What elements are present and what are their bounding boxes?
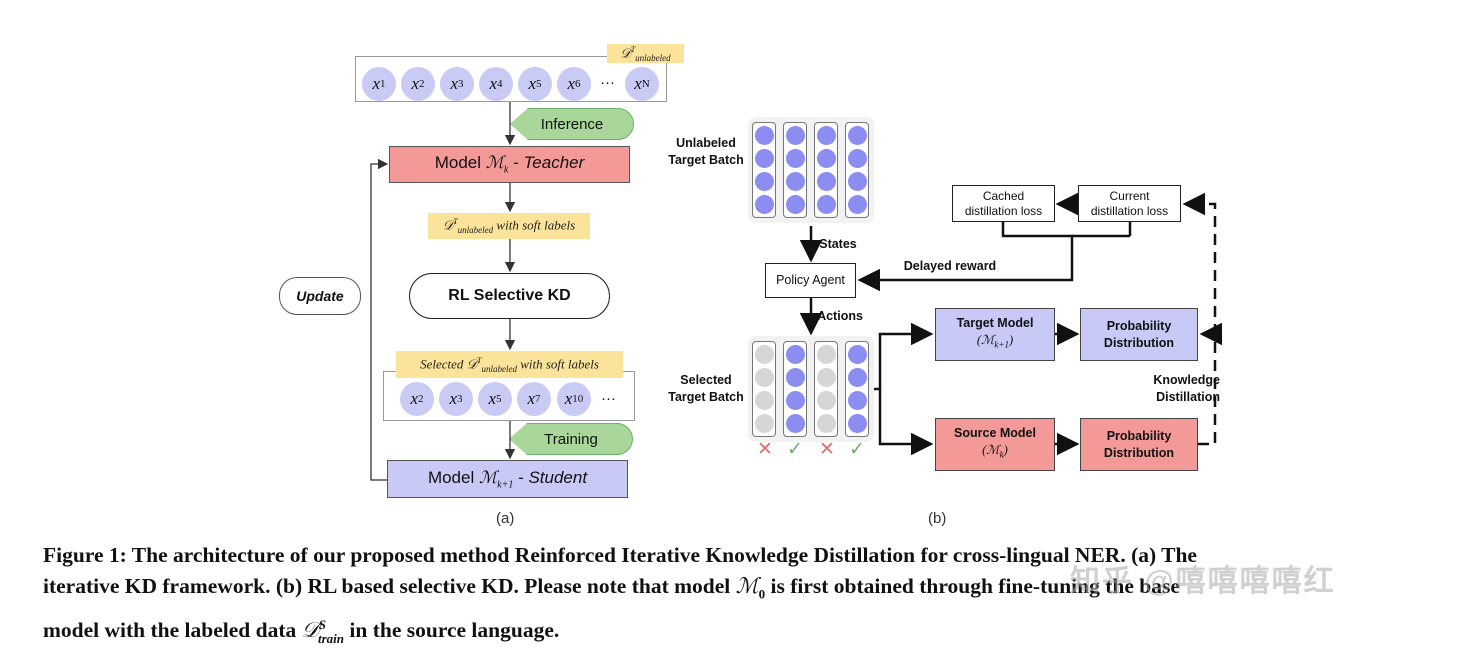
- panel-b-arrows: [799, 192, 1222, 456]
- token-ellipsis: ···: [600, 74, 615, 91]
- caption-line-1: Figure 1: The architecture of our propos…: [43, 543, 1197, 567]
- panel-a-arrows: [370, 102, 516, 481]
- student-model-box: Model ℳk+1 - Student: [387, 460, 628, 498]
- selected-batch: [748, 336, 874, 442]
- sel-token-ellipsis: ···: [601, 390, 616, 407]
- unlabeled-batch: [748, 117, 874, 223]
- inference-pill: Inference: [510, 108, 634, 140]
- soft-label-tag: 𝒟Tunlabeled with soft labels: [428, 213, 590, 239]
- mark-1: ✕: [757, 439, 773, 460]
- selected-tag: Selected 𝒟Tunlabeled with soft labels: [396, 351, 623, 378]
- training-pill: Training: [509, 423, 633, 455]
- actions-label: Actions: [817, 309, 863, 323]
- mark-3: ✕: [819, 439, 835, 460]
- figure-caption: Figure 1: The architecture of our propos…: [43, 540, 1463, 654]
- states-label: States: [819, 237, 857, 251]
- mark-4: ✓: [849, 439, 865, 460]
- caption-line-2: iterative KD framework. (b) RL based sel…: [43, 574, 1180, 602]
- panel-b-caption: (b): [928, 510, 947, 527]
- mark-2: ✓: [787, 439, 803, 460]
- teacher-model-box: Model ℳk - Teacher: [389, 146, 630, 183]
- inference-label: Inference: [540, 115, 604, 133]
- source-model-box: Source Model (ℳk): [935, 418, 1055, 471]
- watermark: 知乎 @嘻嘻嘻嘻红: [1070, 565, 1336, 598]
- training-label: Training: [544, 430, 598, 448]
- policy-agent-box: Policy Agent: [765, 263, 856, 298]
- caption-line-3: model with the labeled data 𝒟Strain in t…: [43, 617, 560, 646]
- rl-selective-kd: RL Selective KD: [409, 273, 610, 319]
- target-model-box: Target Model (ℳk+1): [935, 308, 1055, 361]
- update-label-box: Update: [279, 277, 361, 315]
- delayed-reward-label: Delayed reward: [903, 259, 997, 273]
- dataset-tag: 𝒟Tunlabeled: [607, 44, 684, 63]
- panel-a-caption: (a): [496, 510, 515, 527]
